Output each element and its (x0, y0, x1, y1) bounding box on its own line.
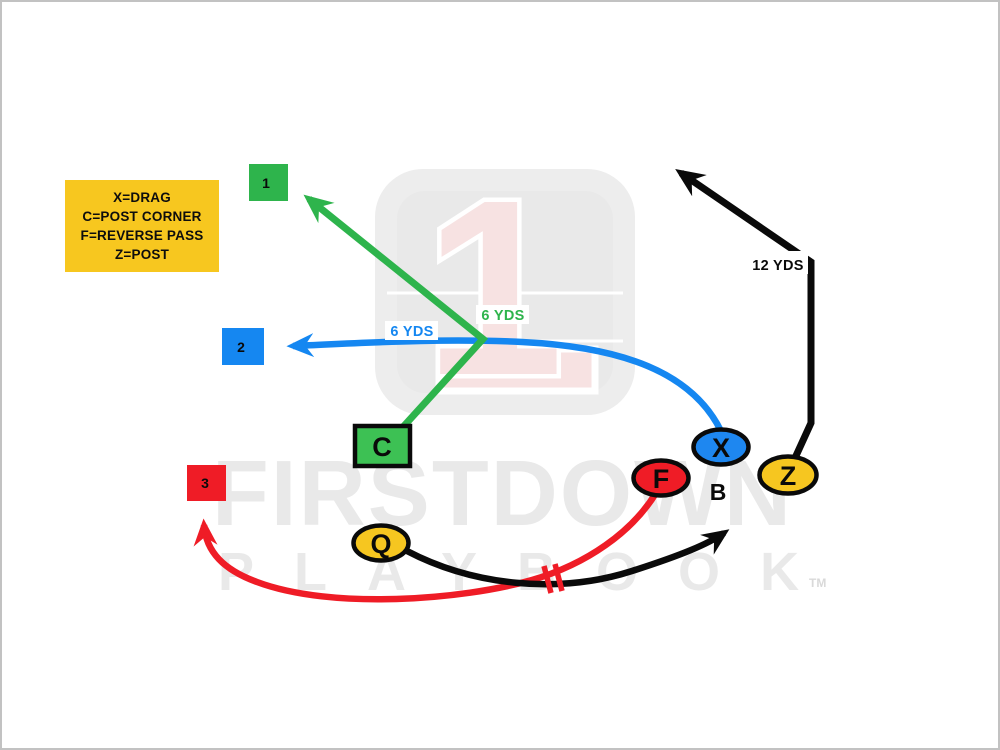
watermark-tm: TM (809, 576, 826, 590)
player-q-marker (351, 523, 411, 563)
route-f-reverse-pass (193, 491, 659, 603)
handoff-mark (541, 563, 565, 594)
target-square-2-label: 2 (237, 339, 245, 355)
player-z-marker (757, 454, 819, 496)
legend-line-f: F=REVERSE PASS (80, 228, 204, 243)
route-q-action (405, 529, 730, 588)
route-legend-box: X=DRAG C=POST CORNER F=REVERSE PASS Z=PO… (65, 180, 219, 272)
player-f-label: F (653, 464, 670, 494)
player-f-marker (631, 458, 691, 498)
player-c-label: C (372, 432, 392, 462)
player-markers: C X F Z Q B (351, 423, 819, 563)
target-square-3 (187, 465, 226, 501)
legend-line-z: Z=POST (114, 247, 170, 262)
yards-label-green: 6 YDS (481, 308, 524, 324)
player-c-marker (352, 423, 413, 469)
yardage-labels: 6 YDS 6 YDS 12 YDS (385, 251, 808, 340)
yards-label-black: 12 YDS (752, 258, 804, 274)
legend-line-c: C=POST CORNER (82, 209, 202, 224)
player-q-label: Q (370, 529, 391, 559)
target-square-1 (249, 164, 288, 201)
player-x-marker (691, 427, 751, 467)
target-square-1-label: 1 (262, 175, 270, 191)
label-bg (385, 321, 438, 340)
label-bg (476, 305, 529, 324)
target-squares: 1 2 3 (187, 164, 288, 501)
target-square-2 (222, 328, 264, 365)
player-z-label: Z (780, 461, 797, 491)
player-b-label: B (710, 479, 727, 505)
player-x-label: X (712, 433, 730, 463)
legend-line-x: X=DRAG (113, 190, 171, 205)
route-x-drag (286, 333, 724, 433)
target-square-3-label: 3 (201, 475, 209, 491)
label-bg (746, 251, 808, 274)
route-z-post (675, 169, 815, 460)
route-c-post-corner (303, 194, 489, 430)
watermark-brand-top: FIRSTDOWN (212, 441, 793, 545)
yards-label-blue: 6 YDS (390, 324, 433, 340)
